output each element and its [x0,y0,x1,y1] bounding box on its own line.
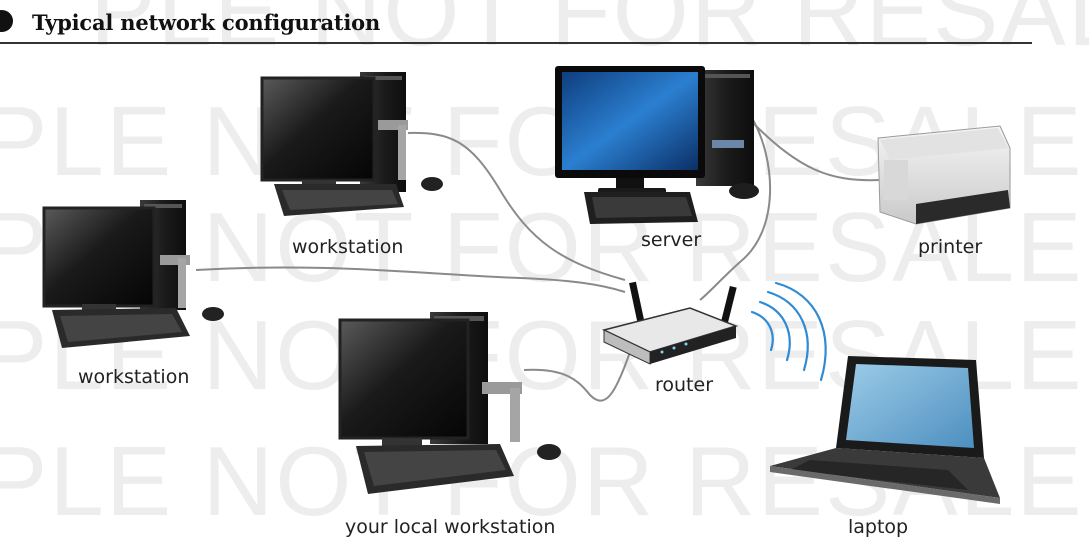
header-divider [0,42,1032,44]
cables [195,117,881,402]
cable-workstation-left [195,266,626,293]
cable-workstation-top [407,131,626,281]
label-router: router [655,374,714,396]
page-title: Typical network configuration [32,10,381,35]
workstation-left-icon [42,200,224,348]
server-icon [555,66,759,224]
label-workstation-left: workstation [78,366,190,388]
workstation-top-icon [260,72,443,216]
cable-printer [751,121,881,182]
local-workstation-icon [338,312,561,494]
router-icon [601,281,739,365]
wifi-signal-icon [750,281,827,382]
label-server: server [641,229,702,251]
label-local-workstation: your local workstation [345,516,556,538]
laptop-icon [770,356,1000,504]
label-printer: printer [918,236,983,258]
cable-local-workstation [523,351,631,402]
header-bullet [0,10,13,32]
cable-server [699,117,771,301]
printer-icon [877,125,1011,225]
label-laptop: laptop [848,516,909,538]
label-workstation-top: workstation [292,236,404,258]
section-header: Typical network configuration [0,0,1089,44]
